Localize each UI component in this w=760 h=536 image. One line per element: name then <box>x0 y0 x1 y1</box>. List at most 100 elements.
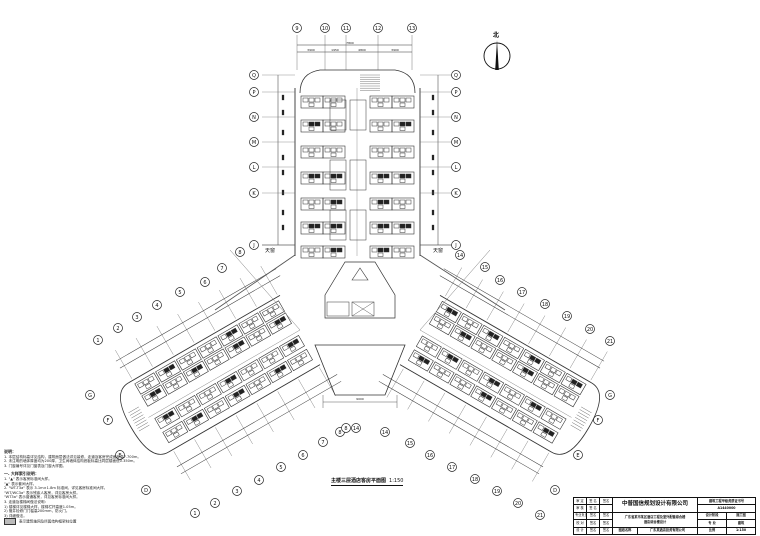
grid-line <box>219 289 236 319</box>
tb-cell: 审 定 <box>573 496 587 506</box>
bed <box>211 354 219 362</box>
guest-room <box>457 359 484 382</box>
courtyard-label: 天窗 <box>433 247 443 254</box>
discipline-label: 专 业 <box>697 519 728 528</box>
project-sub: 酒店综合楼设计 <box>643 519 667 524</box>
axis-bubble-west-bottom <box>298 450 308 460</box>
bed <box>542 427 550 434</box>
axis-label: D <box>144 488 148 494</box>
tb-cell: 校 对 <box>573 519 587 528</box>
bed <box>514 392 522 400</box>
bed <box>245 365 253 373</box>
bathroom <box>241 321 249 329</box>
wardrobe <box>172 383 180 390</box>
wardrobe <box>485 335 492 342</box>
tb-cell: 签名 <box>586 511 600 521</box>
bed <box>527 369 535 377</box>
bathroom <box>248 333 256 341</box>
bed <box>508 342 516 350</box>
bed <box>196 412 204 419</box>
bed <box>377 97 384 103</box>
bathroom <box>537 424 545 431</box>
bathroom <box>302 199 309 205</box>
guest-room <box>512 361 538 384</box>
dimension-text: 1950 <box>331 48 339 52</box>
bathroom <box>324 199 331 205</box>
axis-bubble-top <box>292 23 302 33</box>
bed <box>509 389 517 397</box>
axis-label: 7 <box>321 440 324 446</box>
axis-bubble-west-end <box>103 415 113 425</box>
axis-label: 3 <box>135 315 138 321</box>
bathroom <box>503 339 511 347</box>
column <box>281 94 285 101</box>
bed <box>383 173 390 179</box>
guest-room <box>203 396 230 420</box>
guest-room <box>175 348 202 371</box>
bed <box>209 386 217 394</box>
bed <box>547 430 555 437</box>
axis-label: 9 <box>295 26 298 32</box>
wardrobe <box>415 359 423 366</box>
bed <box>308 121 315 127</box>
grid-line <box>215 427 232 457</box>
wall-line <box>382 374 544 468</box>
axis-bubble-east-end <box>550 485 560 495</box>
lobby-outline <box>314 344 406 396</box>
wardrobe <box>506 393 514 400</box>
grid-line <box>135 337 153 367</box>
bathroom <box>483 374 491 382</box>
axis-label: 3 <box>235 489 238 495</box>
wardrobe <box>151 395 159 402</box>
guest-room <box>224 384 251 408</box>
bathroom <box>227 345 235 353</box>
bed <box>183 401 191 409</box>
axis-bubble-west-top <box>217 263 227 273</box>
axis-bubble-east-bottom <box>380 427 390 437</box>
note-line: "WT3a" 表示普通客房，详见客房标准间大样。 <box>4 495 80 500</box>
guest-room <box>217 324 244 347</box>
axis-label: 2 <box>213 501 216 507</box>
guest-room <box>407 349 434 372</box>
bathroom <box>433 364 441 371</box>
bed <box>308 173 315 179</box>
grid-line <box>511 440 529 470</box>
wardrobe <box>526 359 534 366</box>
bed <box>438 318 446 326</box>
note-line: 1. "▲" 表示客房标准间大样。 <box>4 476 52 481</box>
wardrobe <box>330 228 337 233</box>
note-line: 1. 本层结构标高详见结构，建筑面层做法详见装修，走道及客房完成面标高7.700… <box>4 454 141 459</box>
bed <box>506 406 514 413</box>
wardrobe <box>276 371 284 378</box>
axis-label: 17 <box>449 465 455 471</box>
bathroom <box>433 315 441 323</box>
bathroom <box>261 356 269 364</box>
bathroom <box>177 404 185 412</box>
column <box>431 129 435 136</box>
tb-cell: 签名 <box>599 496 613 506</box>
column <box>431 154 435 161</box>
bathroom <box>289 358 297 365</box>
axis-bubble-west-bottom <box>190 508 200 518</box>
bathroom <box>371 97 378 103</box>
bathroom <box>281 344 289 352</box>
axis-label: N <box>454 115 458 121</box>
axis-bubble-left <box>249 87 259 97</box>
cert-number: A1440000 <box>697 504 757 513</box>
grid-line <box>486 291 504 321</box>
bathroom <box>420 338 428 346</box>
bathroom <box>206 406 214 413</box>
bed <box>230 327 238 335</box>
bed <box>168 363 176 371</box>
bed <box>295 355 303 362</box>
stair-tread <box>129 409 141 416</box>
bed <box>300 352 308 359</box>
phase-label: 设计阶段 <box>697 511 728 521</box>
wardrobe <box>443 311 451 318</box>
axis-label: 18 <box>542 302 548 308</box>
wardrobe <box>478 395 485 402</box>
axis-label: 21 <box>537 513 543 519</box>
bed <box>548 381 556 389</box>
axis-bubble-west-top <box>93 335 103 345</box>
